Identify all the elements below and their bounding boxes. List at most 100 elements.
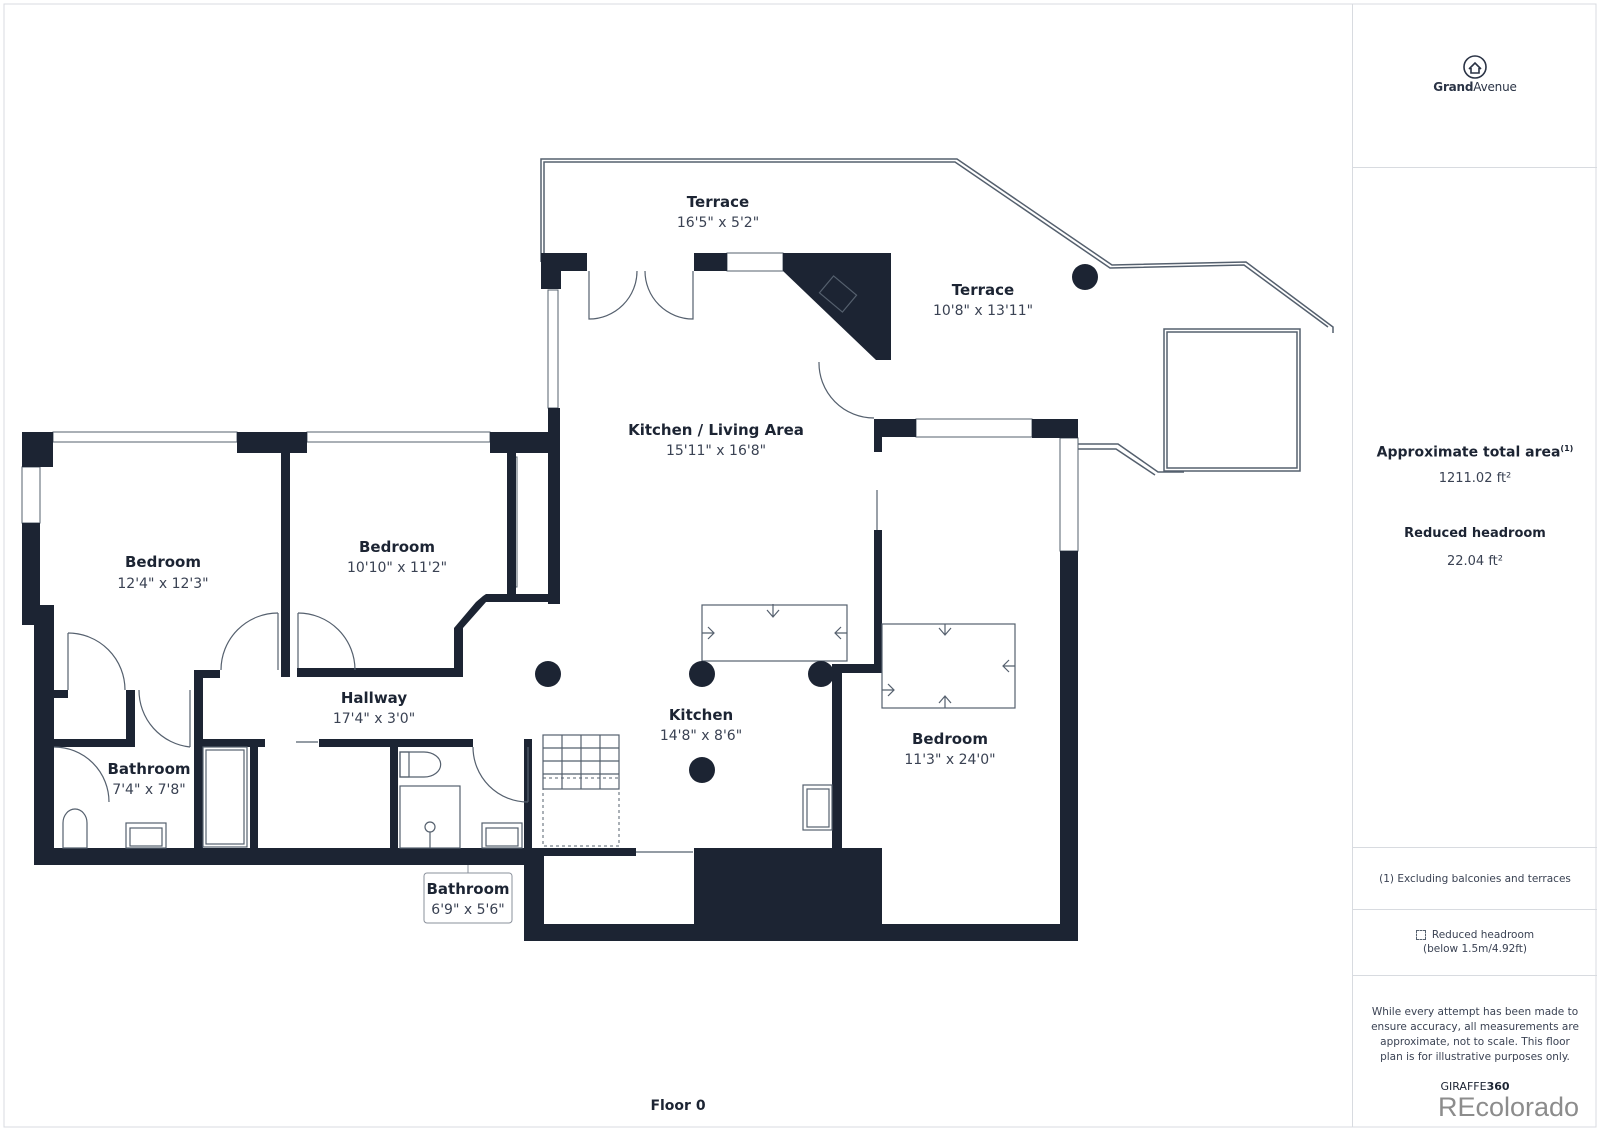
column <box>808 661 834 687</box>
door-swing <box>644 270 694 320</box>
arrow-icon <box>882 683 895 697</box>
room-name-terrace-right: Terrace <box>952 281 1014 299</box>
logo-wordmark: GrandAvenue <box>1433 80 1517 94</box>
walls <box>22 253 1078 941</box>
room-dims-hallway: 17'4" x 3'0" <box>333 711 415 727</box>
arrow-icon <box>702 626 715 640</box>
room-name-kitchen-living: Kitchen / Living Area <box>628 421 804 439</box>
wall <box>874 437 882 452</box>
window <box>547 289 559 409</box>
wall <box>694 848 882 941</box>
wall <box>22 523 40 625</box>
column <box>1072 264 1098 290</box>
bathtub <box>202 746 248 848</box>
toilet <box>399 751 442 778</box>
wall <box>319 739 473 747</box>
floor-label: Floor 0 <box>650 1098 706 1114</box>
room-name-bedroom-middle: Bedroom <box>359 538 435 556</box>
wall <box>541 253 561 289</box>
arrow-icon <box>834 626 847 640</box>
wall <box>1032 419 1078 438</box>
door-swing <box>818 361 875 419</box>
wall <box>507 445 516 602</box>
wall <box>54 690 68 698</box>
room-name-bedroom-left: Bedroom <box>125 553 201 571</box>
wall <box>297 668 463 677</box>
wall <box>874 530 882 672</box>
arrow-icon <box>938 624 952 636</box>
terrace-step <box>1078 443 1184 473</box>
sidebar-divider <box>1353 975 1597 976</box>
window <box>1059 437 1079 552</box>
door-swing <box>138 689 191 748</box>
window <box>52 431 238 443</box>
wall <box>250 739 258 848</box>
wall <box>694 253 727 271</box>
door-swing <box>588 270 638 320</box>
wall <box>544 848 636 856</box>
door-swing <box>472 746 529 803</box>
wall <box>524 848 544 941</box>
wall <box>561 253 587 271</box>
total-area-label: Approximate total area(1) <box>1376 444 1574 461</box>
reduced-headroom-label: Reduced headroom <box>1404 526 1546 541</box>
wall <box>126 690 135 747</box>
room-dims-terrace-top: 16'5" x 5'2" <box>677 215 759 231</box>
room-dims-bathroom-small: 6'9" x 5'6" <box>431 902 504 918</box>
fireplace-insert <box>818 275 858 313</box>
window <box>915 418 1033 438</box>
wall <box>194 670 220 678</box>
arrow-icon <box>938 695 952 708</box>
room-dims-kitchen-living: 15'11" x 16'8" <box>666 443 766 459</box>
room-name-hallway: Hallway <box>341 689 407 707</box>
kitchen-island <box>701 604 848 662</box>
wall <box>34 848 528 865</box>
wall <box>34 605 54 865</box>
company-logo: GrandAvenue <box>1353 54 1597 100</box>
sidebar-divider <box>1353 167 1597 168</box>
room-dims-bedroom-right: 11'3" x 24'0" <box>904 752 995 768</box>
wall <box>54 739 134 747</box>
reduced-headroom-area <box>542 777 620 847</box>
total-area-value: 1211.02 ft² <box>1438 471 1512 486</box>
sink <box>481 822 523 849</box>
giraffe360-credit: GIRAFFE360 <box>1440 1080 1510 1093</box>
arrow-icon <box>1002 659 1015 673</box>
wall <box>832 664 842 848</box>
sink <box>802 784 833 831</box>
headroom-legend: Reduced headroom (below 1.5m/4.92ft) <box>1353 928 1597 956</box>
terrace-outline-upper <box>540 158 1334 333</box>
toilet <box>62 808 88 849</box>
room-dims-kitchen: 14'8" x 8'6" <box>660 728 742 744</box>
wall <box>390 747 398 848</box>
wall <box>832 664 882 673</box>
disclaimer-text: While every attempt has been made to ens… <box>1371 1006 1579 1063</box>
room-name-terrace-top: Terrace <box>687 193 749 211</box>
wall <box>281 445 290 677</box>
house-logo-icon <box>1463 55 1487 79</box>
wall <box>548 408 560 604</box>
area-footnote: (1) Excluding balconies and terraces <box>1379 873 1571 885</box>
room-dims-terrace-right: 10'8" x 13'11" <box>933 303 1033 319</box>
arrow-icon <box>766 604 780 618</box>
room-dims-bathroom-left: 7'4" x 7'8" <box>112 782 185 798</box>
door-swing <box>297 612 356 671</box>
door-swing <box>67 632 126 691</box>
column <box>689 757 715 783</box>
terrace-railing-inner <box>543 161 1329 328</box>
wall <box>874 419 916 437</box>
recolorado-watermark: REcolorado <box>1438 1092 1580 1122</box>
room-name-bathroom-small: Bathroom <box>426 880 509 898</box>
wall <box>22 432 53 467</box>
room-name-bedroom-right: Bedroom <box>912 730 988 748</box>
sink <box>125 822 167 849</box>
wall <box>237 432 307 453</box>
window <box>306 431 491 443</box>
wall <box>783 253 891 360</box>
sidebar-divider <box>1353 909 1597 910</box>
room-dims-bedroom-middle: 10'10" x 11'2" <box>347 560 447 576</box>
sidebar-divider <box>1353 847 1597 848</box>
bed <box>881 623 1016 709</box>
wall <box>194 670 203 863</box>
